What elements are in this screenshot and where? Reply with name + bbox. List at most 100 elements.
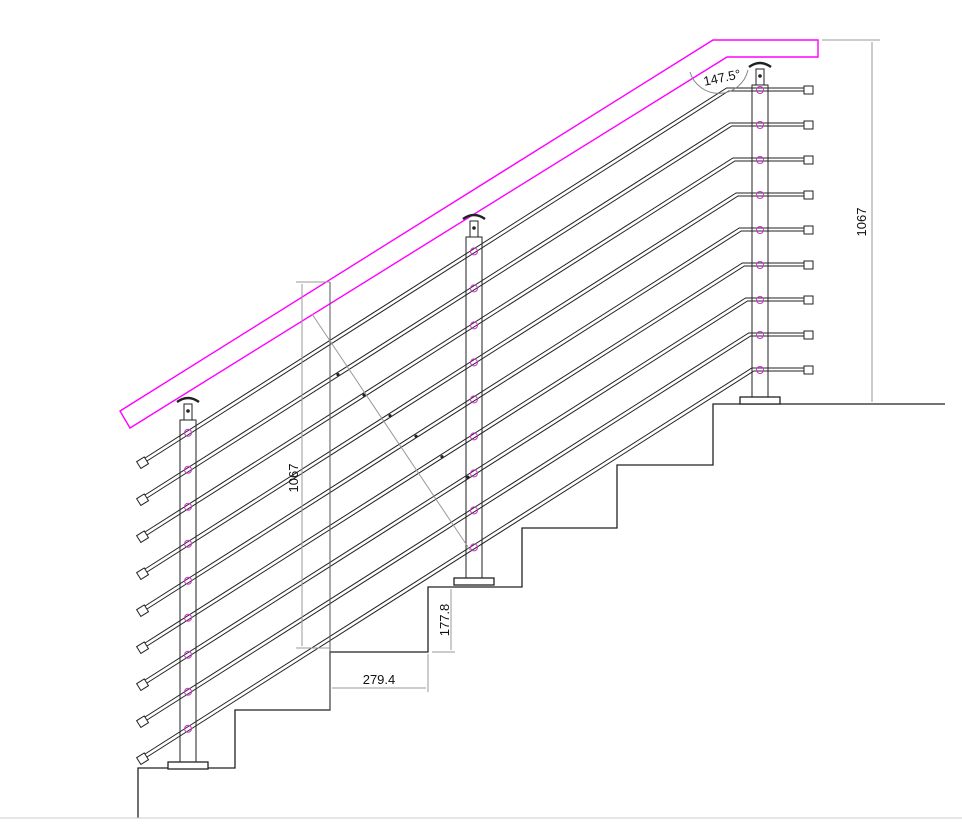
cable-hole — [184, 502, 192, 511]
angle-text: 147.5° — [702, 66, 742, 89]
cable-end-fitting-right — [803, 260, 814, 270]
cable — [135, 260, 814, 655]
cable-end-fitting-left — [135, 715, 150, 729]
cable-end-fitting-right — [803, 120, 814, 130]
cable-line-upper — [144, 332, 806, 718]
cable-line-upper — [144, 262, 806, 644]
cable-line-lower — [146, 160, 806, 536]
cable-hole — [470, 321, 478, 330]
cable-hole — [184, 576, 192, 585]
cable-line-lower — [146, 300, 806, 684]
cable-line-lower — [146, 195, 806, 573]
bracket-pin — [186, 409, 190, 413]
dimension-text-tread: 279.4 — [363, 672, 396, 687]
cable-hole — [470, 395, 478, 404]
cable-end-fitting-right — [803, 190, 814, 200]
cable-line-upper — [144, 297, 806, 681]
cable — [135, 365, 814, 766]
handrail — [119, 39, 819, 429]
cable-hole — [470, 432, 478, 441]
cable-end-fitting-left — [135, 567, 150, 581]
cable-line-upper — [144, 87, 806, 459]
dimension-text-diagonal-height: 1067 — [286, 464, 301, 493]
cable-hole — [756, 331, 764, 339]
cable-line-upper — [144, 157, 806, 533]
cable-hole — [756, 366, 764, 374]
cable — [135, 225, 814, 618]
cable-line-lower — [146, 90, 806, 462]
cable-hole — [184, 428, 192, 437]
handrail-saddle — [176, 396, 200, 404]
cable-hole — [184, 724, 192, 733]
cable — [135, 330, 814, 729]
measure-point — [414, 434, 418, 438]
measure-point — [336, 373, 340, 377]
cable-end-fitting-left — [135, 641, 150, 655]
cable-end-fitting-right — [803, 225, 814, 235]
handrail-saddle — [748, 61, 772, 69]
cable-hole — [756, 86, 764, 94]
cable-end-fitting-right — [803, 330, 814, 340]
cable-spacing-measure-line — [311, 313, 471, 551]
bracket-pin — [758, 74, 762, 78]
bracket-pin — [472, 226, 476, 230]
cable-end-fitting-left — [135, 456, 150, 470]
angle-arc — [689, 69, 749, 94]
cable-hole — [184, 650, 192, 659]
cable-hole — [470, 543, 478, 552]
cable-line-lower — [146, 265, 806, 647]
handrail-saddle — [462, 213, 486, 221]
cable-end-fitting-left — [135, 530, 150, 544]
cable-hole — [470, 284, 478, 293]
cable-hole — [184, 465, 192, 474]
cable-end-fitting-left — [135, 604, 150, 618]
post-body — [465, 236, 483, 579]
measure-point — [362, 393, 366, 397]
cable-end-fitting-right — [803, 295, 814, 305]
cable-hole — [756, 226, 764, 234]
post-base-plate — [739, 396, 781, 405]
cable-hole — [756, 191, 764, 199]
cable — [135, 190, 814, 581]
cable-line-upper — [144, 367, 806, 755]
cable-line-upper — [144, 192, 806, 570]
cable-hole — [184, 613, 192, 622]
dimension-text-riser: 177.8 — [437, 604, 452, 637]
cable-hole — [756, 261, 764, 269]
cable-end-fitting-right — [803, 85, 814, 95]
cable-end-fitting-left — [135, 493, 150, 507]
cable-hole — [184, 539, 192, 548]
post-base-plate — [453, 577, 495, 586]
stair-profile — [137, 403, 945, 818]
cable — [135, 120, 814, 507]
cable-hole — [756, 156, 764, 164]
cable-hole — [470, 247, 478, 256]
cable — [135, 155, 814, 544]
post — [167, 396, 209, 770]
measure-point — [440, 455, 444, 459]
measure-point — [388, 414, 392, 418]
cable-line-lower — [146, 370, 806, 758]
cable-end-fitting-left — [135, 752, 150, 766]
cable-line-upper — [144, 227, 806, 607]
cable-hole — [470, 506, 478, 515]
cables-group — [135, 85, 814, 766]
post-body — [751, 84, 769, 398]
cable-hole — [756, 296, 764, 304]
cable — [135, 85, 814, 470]
post — [453, 213, 495, 586]
cable — [135, 295, 814, 692]
cable-line-lower — [146, 125, 806, 499]
cable-line-lower — [146, 230, 806, 610]
post — [739, 61, 781, 405]
cable-hole — [470, 358, 478, 367]
cable-end-fitting-right — [803, 365, 814, 375]
cable-hole — [470, 469, 478, 478]
cable-end-fitting-right — [803, 155, 814, 165]
cable-hole — [184, 687, 192, 696]
cable-end-fitting-left — [135, 678, 150, 692]
post-base-plate — [167, 761, 209, 770]
cable-hole — [756, 121, 764, 129]
